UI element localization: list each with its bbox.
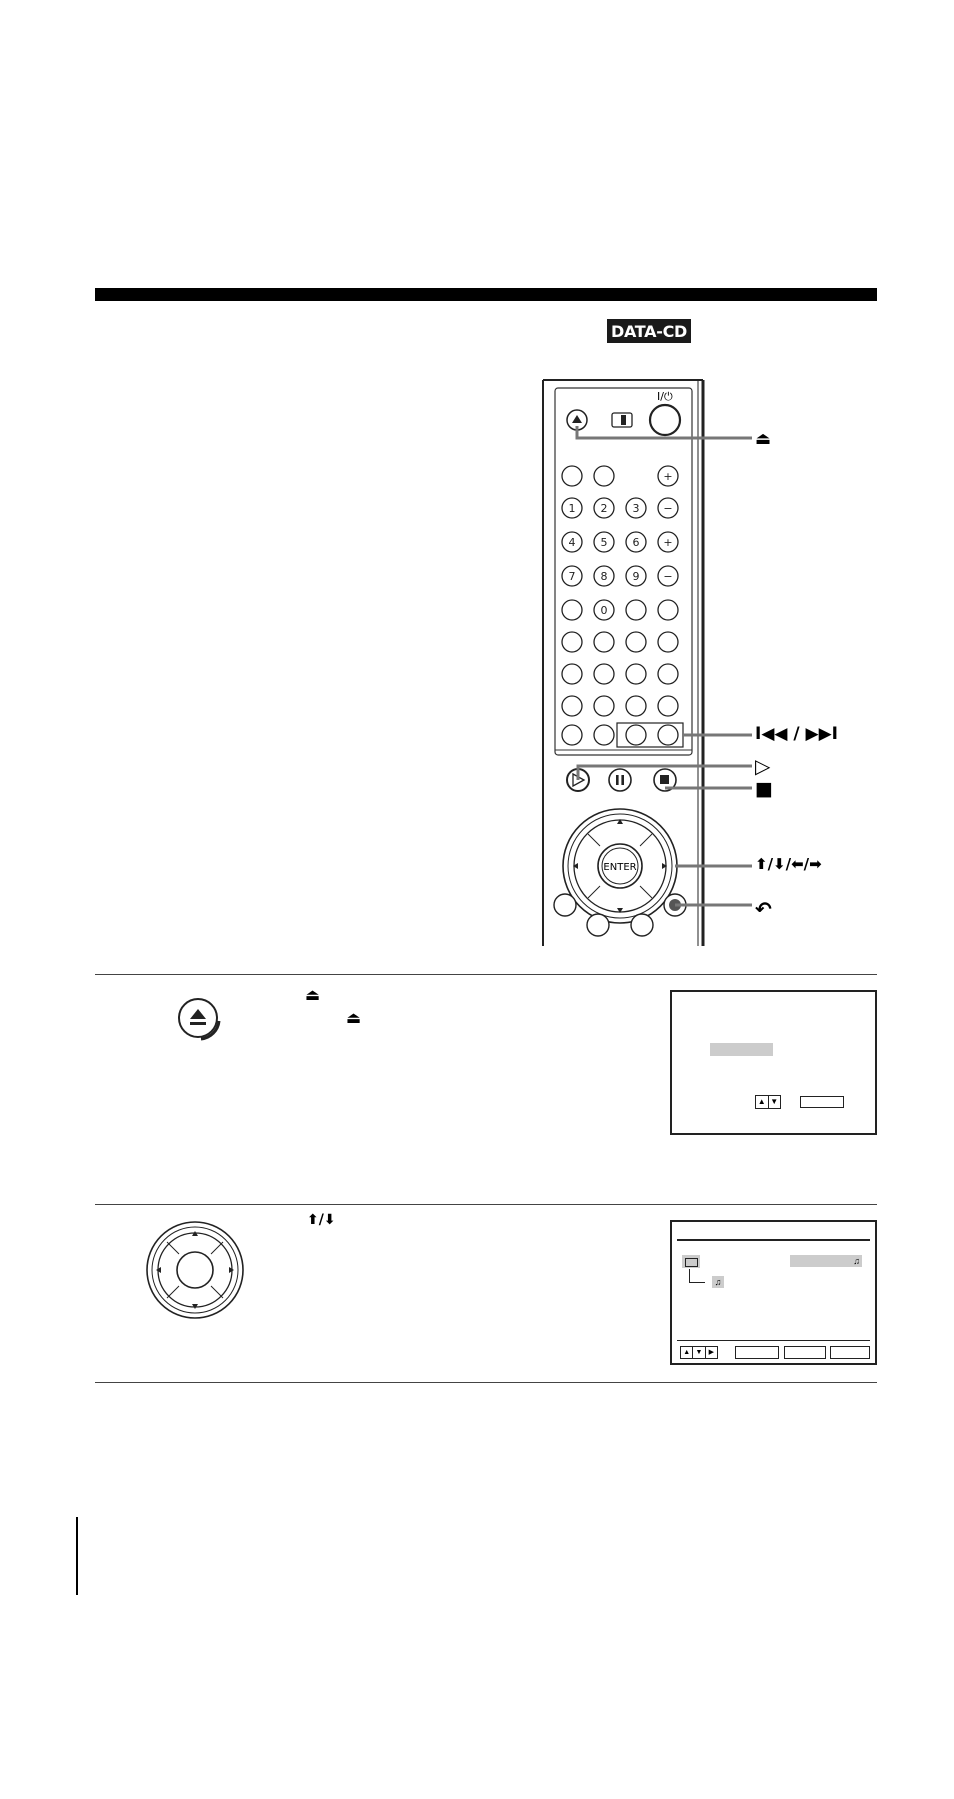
remote-button — [561, 695, 583, 717]
remote-button — [657, 497, 679, 519]
remote-button — [657, 465, 679, 487]
screen-button-2 — [784, 1346, 826, 1359]
screen-button-1 — [735, 1346, 779, 1359]
power-label: I/⏻ — [657, 390, 673, 403]
remote-button — [593, 724, 615, 746]
return-callout-label: ↶ — [755, 897, 772, 921]
step2-screen-illustration: ♫ ♫ ▲ ▼ ▶ — [670, 1220, 877, 1365]
step1-eject-symbol-1: ⏏ — [305, 985, 321, 1004]
remote-button — [561, 531, 583, 553]
remote-button — [561, 565, 583, 587]
remote-button — [657, 663, 679, 685]
step1-eject-symbol-2: ⏏ — [346, 1008, 362, 1027]
screen-button-box — [800, 1096, 844, 1108]
remote-key-label: 3 — [633, 502, 640, 515]
section-header-bar — [95, 288, 877, 301]
enter-label: ENTER — [603, 862, 636, 873]
remote-key-label: 0 — [601, 604, 608, 617]
remote-button — [561, 663, 583, 685]
folder-icon — [682, 1255, 700, 1268]
remote-button — [625, 724, 647, 746]
remote-button — [657, 695, 679, 717]
remote-button — [625, 695, 647, 717]
selected-track-bar: ♫ — [790, 1255, 862, 1267]
remote-button — [657, 565, 679, 587]
remote-key-label: 5 — [601, 536, 608, 549]
remote-key-label: 7 — [569, 570, 576, 583]
arrows-callout-label: ⬆/⬇/⬅/➡ — [755, 855, 822, 873]
step1-top-rule — [95, 974, 877, 975]
remote-button — [561, 465, 583, 487]
stop-callout-label: ■ — [755, 778, 773, 800]
remote-button — [625, 497, 647, 519]
remote-key-label: 1 — [569, 502, 576, 515]
remote-button — [593, 631, 615, 653]
screen-button-3 — [830, 1346, 870, 1359]
play-callout-label: ▷ — [755, 754, 771, 778]
screen-bottom-line — [677, 1340, 870, 1341]
remote-button — [625, 531, 647, 553]
remote-button — [625, 663, 647, 685]
remote-button — [593, 663, 615, 685]
remote-key-label: − — [663, 570, 672, 583]
remote-button — [561, 497, 583, 519]
remote-button — [625, 599, 647, 621]
remote-key-label: + — [663, 536, 672, 549]
highlight-bar — [710, 1043, 773, 1056]
eject-button-icon — [178, 998, 221, 1041]
remote-key-label: 9 — [633, 570, 640, 583]
dpad-icon — [146, 1221, 244, 1319]
step2-arrows-symbol: ⬆/⬇ — [307, 1212, 336, 1228]
eject-callout-label: ⏏ — [755, 429, 772, 449]
remote-button — [657, 724, 679, 746]
remote-button — [593, 497, 615, 519]
remote-button — [657, 531, 679, 553]
remote-key-label: − — [663, 502, 672, 515]
screen-top-line — [677, 1239, 870, 1241]
arrow-keys-icon: ▲ ▼ ▶ — [680, 1346, 718, 1359]
page-margin-marker — [76, 1517, 78, 1595]
remote-button — [593, 565, 615, 587]
step2-bottom-rule — [95, 1382, 877, 1383]
remote-button — [561, 724, 583, 746]
remote-button — [561, 599, 583, 621]
remote-key-label: + — [663, 470, 672, 483]
remote-button — [561, 631, 583, 653]
up-down-keys-icon: ▲ ▼ — [755, 1095, 781, 1109]
remote-key-label: 4 — [569, 536, 576, 549]
remote-control-illustration: I/⏻ +1 2 3 − 4 5 6 +7 8 9 − 0 ENTER — [542, 379, 752, 946]
remote-button — [625, 565, 647, 587]
remote-key-label: 2 — [601, 502, 608, 515]
remote-key-label: 6 — [633, 536, 640, 549]
skip-callout-label: I◀◀ / ▶▶I — [755, 724, 838, 744]
remote-key-label: 8 — [601, 570, 608, 583]
remote-button — [593, 531, 615, 553]
remote-button — [593, 465, 615, 487]
tree-line-v — [689, 1269, 690, 1283]
remote-button — [657, 599, 679, 621]
step2-top-rule — [95, 1204, 877, 1205]
remote-button — [593, 599, 615, 621]
tree-line-h — [689, 1282, 705, 1283]
remote-button — [657, 631, 679, 653]
step1-screen-illustration: ▲ ▼ — [670, 990, 877, 1135]
music-file-icon: ♫ — [712, 1276, 724, 1288]
data-cd-badge: DATA-CD — [607, 319, 691, 343]
remote-button — [593, 695, 615, 717]
remote-button — [625, 631, 647, 653]
